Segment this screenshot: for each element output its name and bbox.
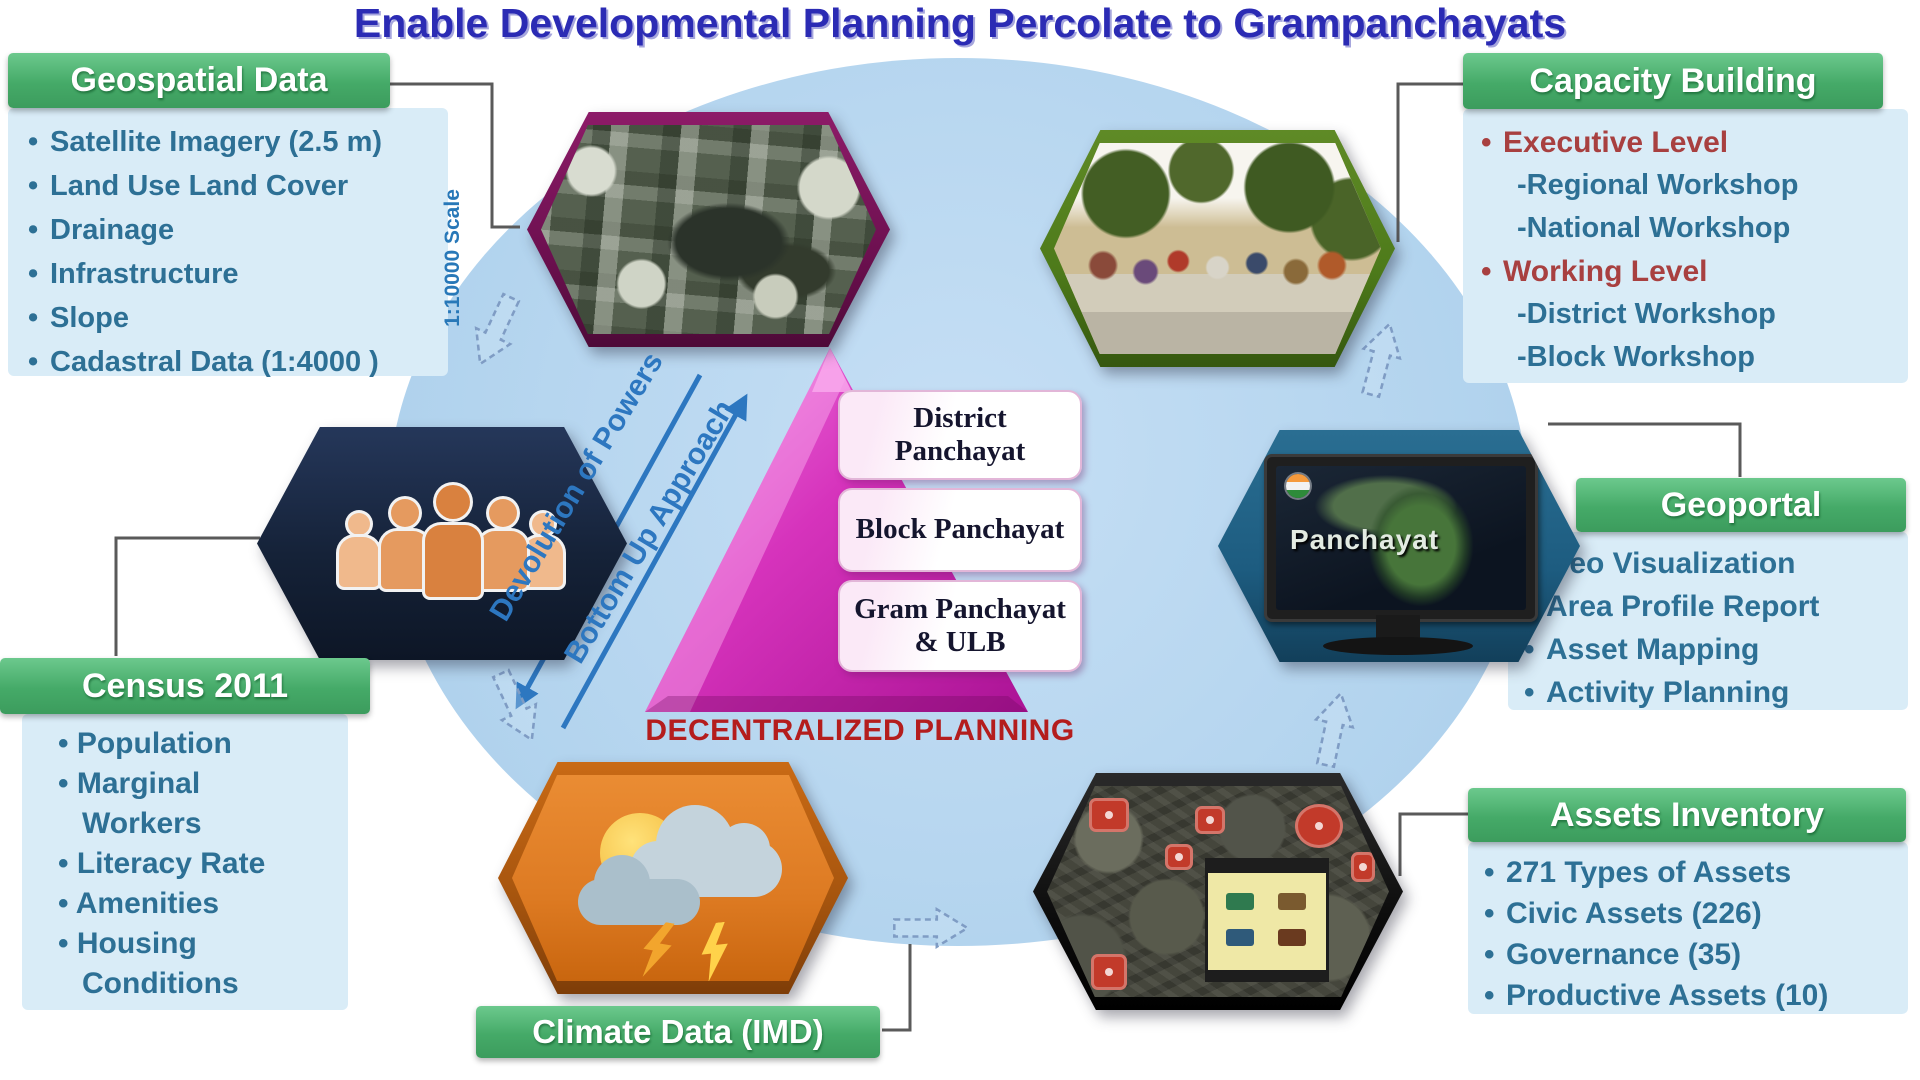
decentralized-planning-caption: DECENTRALIZED PLANNING (645, 714, 1075, 747)
list-item: Literacy Rate (36, 844, 284, 884)
map-marker-icon (1089, 798, 1129, 832)
map-marker-icon (1351, 852, 1375, 882)
map-marker-icon (1195, 806, 1225, 834)
popup-icon (1278, 893, 1306, 910)
community-meeting-photo (1054, 143, 1381, 354)
list-item: -District Workshop (1517, 298, 1776, 330)
map-marker-icon (1091, 954, 1127, 990)
popup-icon (1278, 929, 1306, 946)
climate-data-label: Climate Data (IMD) (476, 1006, 880, 1058)
map-scale-note: 1:10000 Scale (441, 189, 464, 327)
list-item: Civic Assets (226) (1480, 893, 1908, 934)
hexagon-border (1040, 130, 1395, 367)
hexagon-census-people (257, 427, 627, 660)
list-item: Infrastructure (24, 252, 448, 296)
hexagon-border (1033, 773, 1403, 1010)
monitor-screen-label: Panchayat (1290, 524, 1440, 555)
list-item: Activity Planning (1520, 671, 1908, 714)
capacity-building-panel: Executive Level -Regional Workshop -Nati… (1463, 109, 1908, 383)
hexagon-border (257, 427, 627, 660)
list-item: Land Use Land Cover (24, 164, 448, 208)
hexagon-climate-weather (498, 762, 848, 994)
person-icon (381, 499, 429, 589)
weather-icon (512, 775, 834, 981)
list-item: Marginal Workers (36, 764, 284, 844)
list-item: Governance (35) (1480, 934, 1908, 975)
cloud-icon (630, 805, 782, 897)
hexagon-assets-map (1033, 773, 1403, 1010)
capacity-building-label: Capacity Building (1463, 53, 1883, 109)
list-heading: Executive Level (1477, 121, 1908, 164)
connector-census (114, 536, 260, 656)
lightning-icon (695, 921, 735, 982)
census-2011-label: Census 2011 (0, 658, 370, 714)
geospatial-data-panel: Satellite Imagery (2.5 m) Land Use Land … (8, 108, 448, 384)
geoportal-panel: Geo Visualization Area Profile Report As… (1508, 532, 1908, 714)
arrow-assets-to-geoportal (1313, 691, 1355, 769)
connector-geoportal (1548, 422, 1742, 477)
pyramid-level-gram: Gram Panchayat & ULB (838, 580, 1082, 672)
person-icon (339, 513, 379, 587)
map-marker-icon (1165, 844, 1193, 870)
person-icon (523, 513, 563, 587)
list-heading: Working Level (1477, 250, 1908, 293)
monitor-frame: Panchayat (1264, 454, 1538, 622)
arrow-climate-to-assets (893, 907, 970, 949)
hexagon-border (527, 112, 890, 347)
assets-inventory-panel: 271 Types of Assets Civic Assets (226) G… (1468, 842, 1908, 1016)
geoportal-label: Geoportal (1576, 478, 1906, 532)
list-item: -National Workshop (1517, 212, 1791, 244)
cloud-icon (578, 855, 700, 925)
monitor-base (1323, 637, 1473, 655)
monitor-screen: Panchayat (1276, 466, 1526, 610)
connector-capacity (1396, 82, 1464, 242)
map-marker-icon (1295, 804, 1343, 848)
list-item: Population (36, 724, 284, 764)
hexagon-geoportal-monitor: Panchayat (1218, 430, 1580, 662)
pyramid-level-block: Block Panchayat (838, 488, 1082, 572)
satellite-image (541, 125, 876, 334)
map-popup-panel (1205, 858, 1329, 982)
list-item: Drainage (24, 208, 448, 252)
lightning-icon (635, 918, 679, 981)
pyramid-level-district: District Panchayat (838, 390, 1082, 480)
list-item: 271 Types of Assets (1480, 852, 1908, 893)
assets-inventory-label: Assets Inventory (1468, 788, 1906, 842)
list-item: Cadastral Data (1:4000 ) (24, 340, 448, 384)
list-item: -Regional Workshop (1517, 169, 1799, 201)
geospatial-data-label: Geospatial Data (8, 53, 390, 108)
connector-climate (882, 944, 912, 1032)
person-icon (425, 485, 481, 597)
hexagon-satellite-imagery (527, 112, 890, 347)
popup-icon (1226, 893, 1254, 910)
cycle-arrows (474, 292, 1402, 949)
list-item: Slope (24, 296, 448, 340)
list-item: -Block Workshop (1517, 341, 1755, 373)
hexagon-border (498, 762, 848, 994)
arrow-geospatial-to-census (474, 292, 521, 367)
arrow-geoportal-to-capacity (1360, 321, 1402, 399)
tricolor-logo-icon (1286, 474, 1310, 498)
assets-map-image (1047, 786, 1389, 997)
list-item: Asset Mapping (1520, 628, 1908, 671)
list-item: Housing Conditions (36, 924, 284, 1004)
list-item: Amenities (36, 884, 284, 924)
list-item: Satellite Imagery (2.5 m) (24, 120, 448, 164)
popup-icon (1226, 929, 1254, 946)
hexagon-border: Panchayat (1218, 430, 1580, 662)
connector-geospatial (388, 82, 520, 229)
hexagon-community-meeting (1040, 130, 1395, 367)
connector-lines (114, 82, 1742, 1032)
census-2011-panel: Population Marginal Workers Literacy Rat… (22, 714, 348, 1010)
person-icon (479, 499, 527, 589)
page-title: Enable Developmental Planning Percolate … (353, 0, 1567, 46)
bottom-up-arrow (560, 393, 748, 730)
list-item: Productive Assets (10) (1480, 975, 1908, 1016)
arrow-census-to-climate (491, 668, 538, 743)
connector-assets (1398, 812, 1468, 876)
